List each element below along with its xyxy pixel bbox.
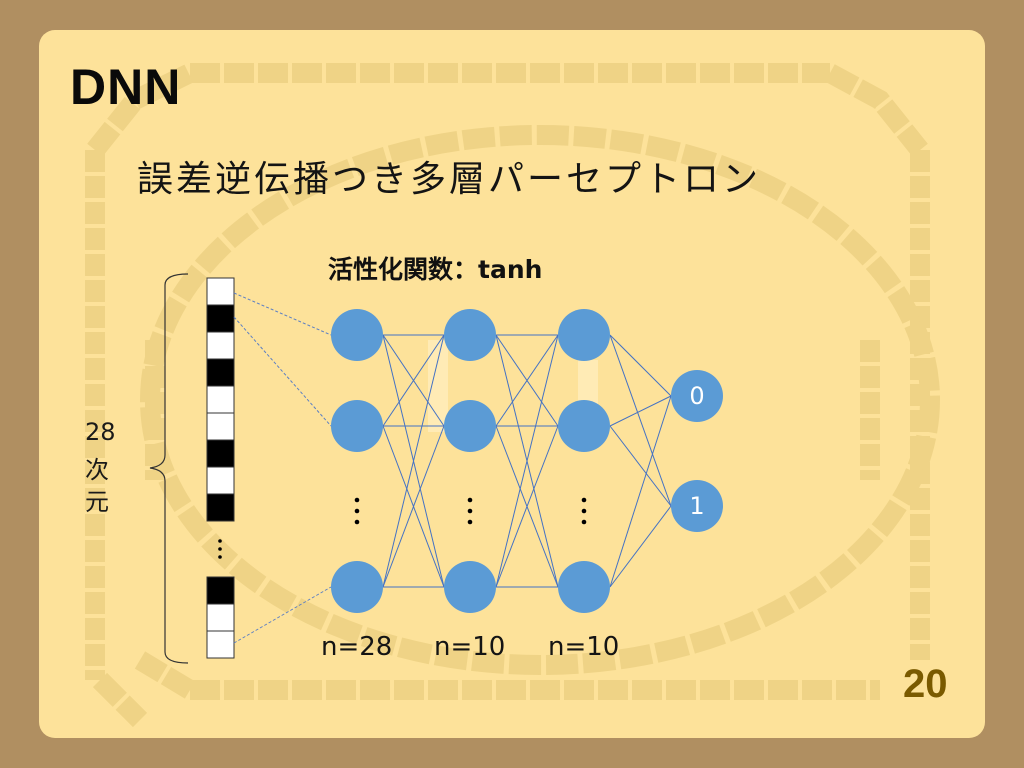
slide-card — [39, 30, 985, 738]
node-l2-1 — [444, 309, 496, 361]
node-l1-n — [331, 561, 383, 613]
dimension-char-gen: 元 — [85, 488, 109, 516]
edges-layer1-layer2 — [382, 334, 445, 588]
activation-function-label: 活性化関数：tanh — [328, 255, 543, 284]
layer2-size-label: n=10 — [434, 632, 506, 662]
layer1-size-label: n=28 — [321, 632, 393, 662]
layer-ellipsis-icons — [354, 497, 587, 525]
slide-title: DNN — [70, 59, 182, 115]
node-l1-1 — [331, 309, 383, 361]
output-label-0: 0 — [689, 382, 705, 410]
input-brace — [149, 273, 189, 664]
output-node-0 — [671, 370, 723, 422]
node-l2-2 — [444, 400, 496, 452]
node-l3-2 — [558, 400, 610, 452]
edges-layer2-layer3 — [495, 334, 559, 588]
node-l1-2 — [331, 400, 383, 452]
slide-subtitle: 誤差逆伝播つき多層パーセプトロン — [137, 159, 762, 200]
input-connections — [233, 292, 332, 644]
node-l3-n — [558, 561, 610, 613]
edges-layer3-output — [609, 334, 672, 588]
node-l2-n — [444, 561, 496, 613]
input-ellipsis-icon — [218, 539, 222, 559]
node-l3-1 — [558, 309, 610, 361]
output-node-1 — [671, 480, 723, 532]
layer3-size-label: n=10 — [548, 632, 620, 662]
dimension-char-ji: 次 — [85, 456, 109, 484]
input-vector-bottom — [206, 576, 235, 659]
page-number: 20 — [903, 662, 948, 706]
output-label-1: 1 — [689, 492, 705, 520]
input-vector-top — [206, 277, 235, 522]
dimension-number: 28 — [85, 418, 116, 446]
